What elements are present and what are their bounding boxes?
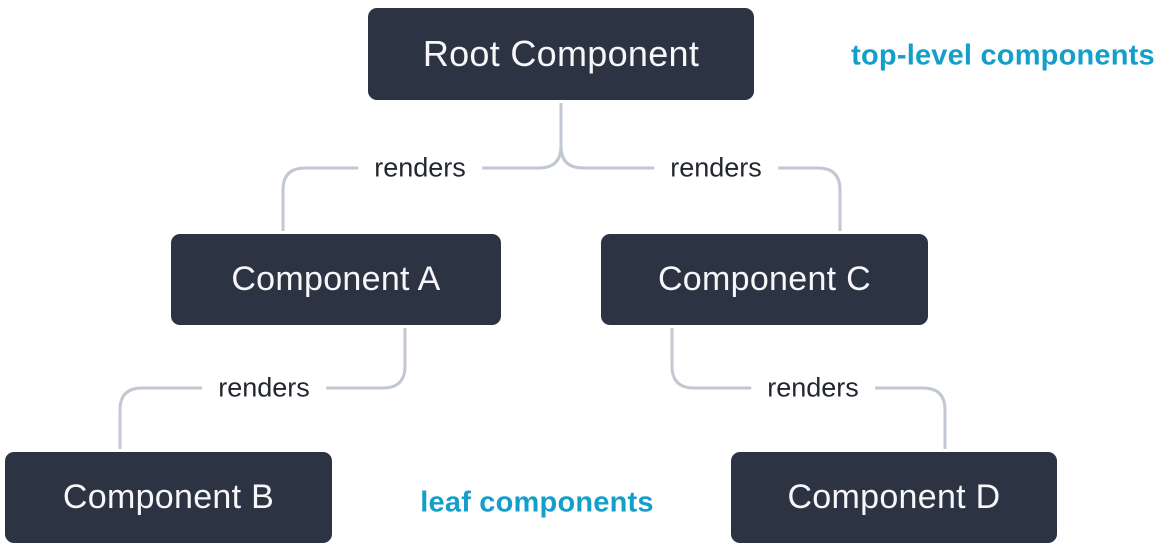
edge-label-renders-a-b: renders bbox=[202, 370, 326, 406]
node-component-d: Component D bbox=[728, 449, 1060, 546]
node-component-b: Component B bbox=[2, 449, 335, 546]
annotation-top-level-components: top-level components bbox=[851, 39, 1155, 72]
edge-label-renders-root-c: renders bbox=[654, 150, 778, 186]
edge-label-renders-c-d: renders bbox=[751, 370, 875, 406]
node-component-a: Component A bbox=[168, 231, 504, 328]
node-component-c: Component C bbox=[598, 231, 931, 328]
node-root-component: Root Component bbox=[365, 5, 757, 103]
edge-label-renders-root-a: renders bbox=[358, 150, 482, 186]
annotation-leaf-components: leaf components bbox=[420, 486, 654, 519]
